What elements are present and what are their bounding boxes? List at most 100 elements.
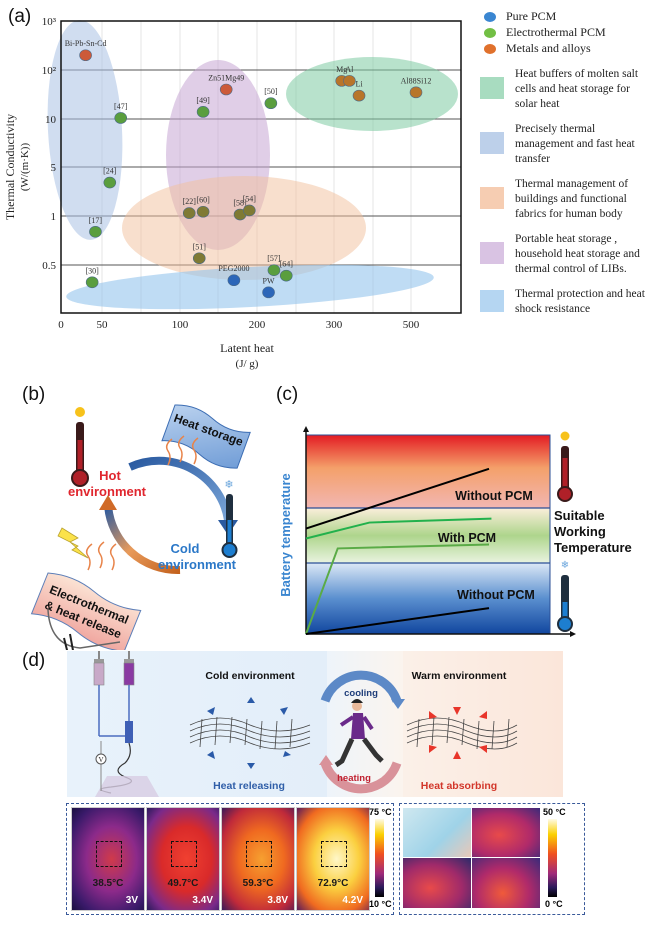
point-label: [58] xyxy=(233,199,247,208)
data-point xyxy=(227,274,241,287)
y-tick-label: 10² xyxy=(42,65,57,77)
suitable-label: Suitable xyxy=(554,508,605,523)
voltmeter-icon xyxy=(95,753,107,765)
x-tick-label: 300 xyxy=(326,319,343,331)
ir-frame-1: 38.5°C 3V xyxy=(71,807,145,911)
scale1-max: 75 °C xyxy=(369,807,392,817)
point-label: Li xyxy=(355,80,363,89)
cold-environment-panel xyxy=(67,651,327,797)
data-point xyxy=(352,89,366,102)
hand-ir-2 xyxy=(403,858,471,908)
data-point xyxy=(196,106,210,118)
cycle-diagram-b: Hot environment Heat storage ❄ Cold envi… xyxy=(30,404,251,650)
hand-photo xyxy=(403,808,471,857)
ir-temp-1: 38.5°C xyxy=(92,878,124,889)
legend-pure-pcm: Pure PCM xyxy=(484,8,556,24)
panel-b-label: (b) xyxy=(22,384,46,405)
hot-env-label: environment xyxy=(68,484,147,499)
cold-env-label: Cold environment xyxy=(205,670,295,682)
electrothermal-banner: Electrothermal & heat release xyxy=(30,572,142,650)
legend-dot-icon xyxy=(484,28,496,39)
line-chart-c: Without PCM With PCM Without PCM Battery… xyxy=(278,426,632,637)
heat-release-arrows xyxy=(207,697,291,769)
x-tick-label: 0 xyxy=(58,319,64,331)
voltmeter-label: V xyxy=(98,756,103,764)
battery-icon xyxy=(63,633,74,650)
hot-thermometer-icon xyxy=(71,407,89,487)
y-axis-label: Battery temperature xyxy=(278,473,293,597)
series-line xyxy=(305,467,490,530)
runner-icon xyxy=(334,699,384,768)
legend-swatch-protection xyxy=(480,290,504,312)
temperature-label: Temperature xyxy=(554,540,632,555)
region-buildings xyxy=(122,176,366,280)
ir-volt-3: 3.8V xyxy=(267,895,288,906)
ir-frame-4: 72.9°C 4.2V xyxy=(296,807,370,911)
legend-text-precise: Precisely thermal management and fast he… xyxy=(515,123,635,165)
heat-wave-icon xyxy=(85,435,199,571)
y-axis-label: Thermal Conductivity xyxy=(3,114,17,220)
cycle-arc-bottom xyxy=(104,504,181,575)
nozzle xyxy=(125,721,133,743)
series-line xyxy=(305,543,490,635)
measurement-box xyxy=(321,841,347,867)
point-label: PEG2000 xyxy=(218,264,249,273)
ir-volt-4: 4.2V xyxy=(342,895,363,906)
hot-label: Hot xyxy=(99,468,121,483)
point-label: [22] xyxy=(183,197,197,206)
legend-electrothermal-pcm: Electrothermal PCM xyxy=(484,24,606,40)
working-label: Working xyxy=(554,524,606,539)
warm-environment-panel xyxy=(403,651,563,797)
fabric-mesh-icon xyxy=(406,716,518,750)
ir-hand-panel xyxy=(399,803,585,915)
x-tick-label: 50 xyxy=(97,319,109,331)
ir-temp-2: 49.7°C xyxy=(167,878,199,889)
cooling-label: cooling xyxy=(344,688,378,699)
data-point xyxy=(267,264,281,276)
point-label: [17] xyxy=(89,216,103,225)
fabric-mesh-icon xyxy=(189,716,311,750)
x-tick-label: 100 xyxy=(172,319,189,331)
chart-lines xyxy=(305,467,492,635)
series-line xyxy=(305,517,492,540)
y-tick-label: 10³ xyxy=(42,16,57,28)
legend-text-solar: Heat buffers of molten salt cells and he… xyxy=(515,68,639,110)
point-label: [49] xyxy=(196,96,210,105)
y-axis-units: (W/(m·K)) xyxy=(19,143,31,192)
y-tick-label: 5 xyxy=(51,162,57,174)
hand-ir-3 xyxy=(472,858,540,908)
annotation-without-pcm-cold: Without PCM xyxy=(457,588,535,602)
suitable-zone xyxy=(306,508,550,563)
scale1-min: 10 °C xyxy=(369,899,392,909)
point-label: Al xyxy=(345,65,354,74)
legend-label: Electrothermal PCM xyxy=(506,25,606,39)
data-point xyxy=(409,86,423,99)
data-point xyxy=(262,286,275,299)
hot-zone xyxy=(306,435,550,508)
point-label: [57] xyxy=(267,254,281,263)
cold-env-label: environment xyxy=(158,557,237,572)
cold-thermometer-icon: ❄ xyxy=(557,560,573,632)
point-label: [64] xyxy=(280,260,294,269)
series-line xyxy=(305,607,490,635)
data-point xyxy=(243,204,256,217)
cold-zone xyxy=(306,563,550,634)
legend-text-protection: Thermal protection and heat shock resist… xyxy=(515,288,645,315)
point-label: Al88Si12 xyxy=(401,76,432,85)
heat-releasing-label: Heat releasing xyxy=(213,780,285,792)
syringe-icon xyxy=(93,651,105,736)
chart-regions xyxy=(47,20,458,310)
x-axis-label: Latent heat xyxy=(220,341,274,355)
heating-arrow xyxy=(320,761,402,794)
region-precise xyxy=(47,20,123,240)
panel-c-label: (c) xyxy=(276,384,299,405)
point-label: [24] xyxy=(103,167,117,176)
region-protection xyxy=(66,264,434,310)
hand-ir-1 xyxy=(472,808,540,857)
y-tick-label: 1 xyxy=(51,211,57,223)
point-label: [51] xyxy=(193,242,207,251)
annotation-without-pcm-hot: Without PCM xyxy=(455,489,533,503)
measurement-box xyxy=(246,841,272,867)
panel-d-label: (d) xyxy=(22,650,46,671)
